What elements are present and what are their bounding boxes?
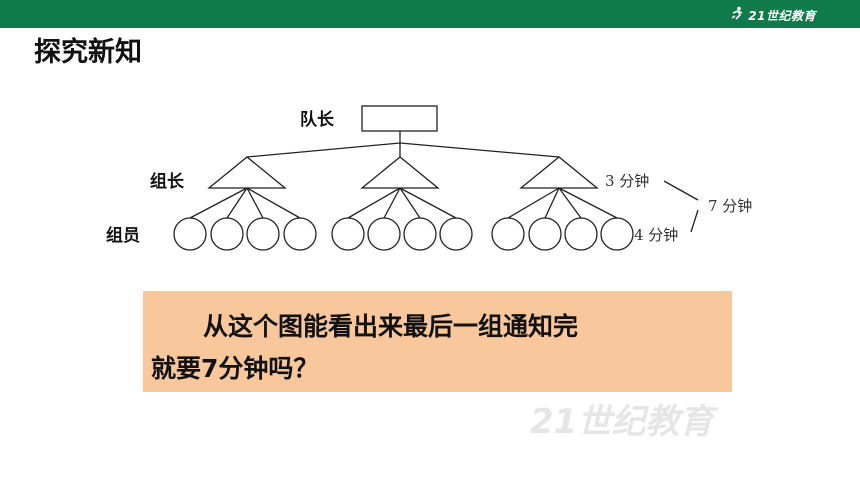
slide-title: 探究新知 — [34, 37, 142, 68]
leader-box — [361, 105, 438, 132]
group-leader-triangle — [207, 156, 287, 189]
question-box: 从这个图能看出来最后一组通知完 就要7分钟吗？ — [143, 291, 732, 392]
member-link — [399, 187, 457, 219]
question-line-1: 从这个图能看出来最后一组通知完 — [203, 312, 579, 341]
member-circle — [403, 217, 437, 251]
member-link — [507, 187, 560, 219]
member-link — [544, 187, 560, 219]
bracket-top — [663, 180, 699, 201]
time-group-label: 3 分钟 — [605, 172, 649, 190]
member-link — [246, 187, 301, 219]
question-line-2: 就要7分钟吗？ — [151, 354, 319, 383]
group-leader-triangle — [519, 156, 599, 189]
runner-icon — [731, 6, 742, 20]
branch-left — [246, 142, 401, 158]
member-circle — [491, 217, 525, 251]
member-link — [399, 187, 421, 219]
brand-logo: 21世纪教育 — [730, 6, 816, 24]
bracket-bottom — [690, 209, 699, 233]
member-circle — [210, 217, 244, 251]
member-circle — [564, 217, 598, 251]
member-circle — [246, 217, 280, 251]
group-leader-triangle — [360, 156, 440, 189]
member-circle — [600, 217, 634, 251]
member-circle — [283, 217, 317, 251]
member-circle — [528, 217, 562, 251]
header-bar: 21世纪教育 — [0, 0, 860, 28]
member-circle — [173, 217, 207, 251]
member-link — [383, 187, 401, 219]
member-link — [558, 187, 618, 219]
brand-logo-text: 21世纪教育 — [748, 9, 816, 23]
watermark-logo: 21世纪教育 — [530, 402, 714, 442]
member-link — [347, 187, 401, 219]
member-link — [558, 187, 582, 219]
group-leader-label: 组长 — [150, 171, 185, 192]
member-link — [226, 187, 248, 219]
time-total-label: 7 分钟 — [708, 197, 752, 215]
member-circle — [331, 217, 365, 251]
member-link — [246, 187, 264, 219]
member-circle — [439, 217, 473, 251]
member-label: 组员 — [106, 225, 140, 246]
member-circle — [367, 217, 401, 251]
member-link — [189, 187, 248, 219]
time-member-label: 4 分钟 — [634, 226, 678, 244]
branch-right — [399, 142, 560, 158]
leader-label: 队长 — [300, 109, 335, 130]
